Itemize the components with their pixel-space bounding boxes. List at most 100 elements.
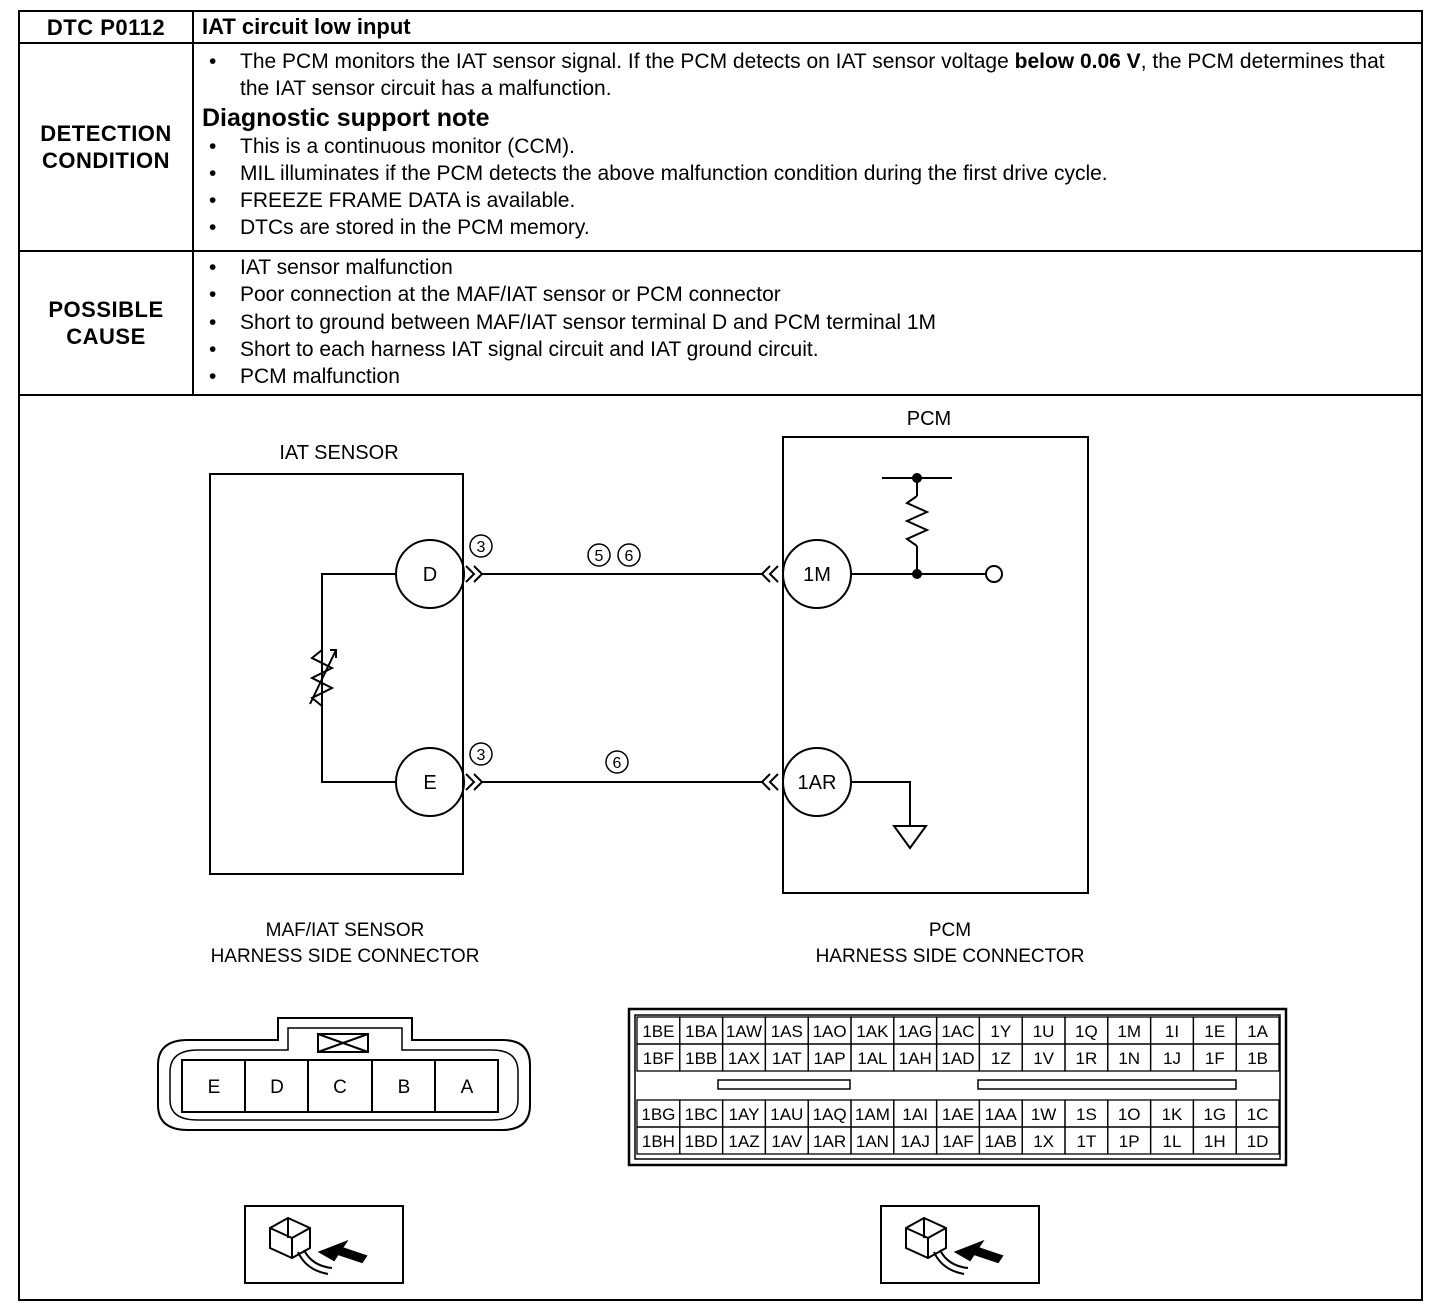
divider-header [18,42,1423,44]
maf-view-icon-frame [244,1205,404,1284]
terminal-d-label: D [423,564,437,586]
pcm-pin: 1BH [642,1132,675,1151]
support-note-item: DTCs are stored in the PCM memory. [202,214,1414,242]
pcm-pin: 1AF [942,1132,973,1151]
pcm-pin: 1W [1031,1105,1057,1124]
maf-lock-tab [317,1033,369,1053]
pcm-connector-caption-1: PCM [929,920,971,941]
possible-label-line2: CAUSE [66,324,146,349]
cause-item: Poor connection at the MAF/IAT sensor or… [202,281,1414,309]
pcm-pin: 1S [1076,1105,1097,1124]
divider-detection [18,250,1423,252]
pcm-pin: 1L [1163,1132,1182,1151]
mark-3-bottom: 3 [477,747,486,764]
maf-pin: B [398,1077,411,1098]
pcm-connector-view-icon [880,1205,1040,1284]
pcm-pin: 1AC [941,1022,974,1041]
mark-circle [605,750,629,774]
divider-possible [18,394,1423,396]
pcm-pin: 1Z [991,1049,1011,1068]
pcm-pin: 1G [1203,1105,1226,1124]
junction-dot [912,473,922,483]
terminal-e-label: E [423,772,436,794]
detection-content: The PCM monitors the IAT sensor signal. … [202,48,1414,242]
mark-6-bottom: 6 [613,755,622,772]
mark-circle [587,543,611,567]
detection-threshold: below 0.06 V [1014,50,1141,73]
iat-sensor-box [209,473,464,875]
pcm-pin-cell [1235,1043,1280,1072]
pcm-pin: 1AQ [813,1105,847,1124]
detection-main-item: The PCM monitors the IAT sensor signal. … [202,48,1414,103]
pcm-key-slot [977,1079,1237,1090]
pcm-pin: 1I [1165,1022,1179,1041]
pcm-pin: 1BF [643,1049,674,1068]
dtc-table [18,10,1423,1301]
pcm-pin: 1AP [814,1049,846,1068]
pcm-box [782,436,1089,894]
cause-item: PCM malfunction [202,363,1414,391]
pcm-pin: 1BC [685,1105,718,1124]
maf-connector-outline [157,1017,531,1131]
pcm-pin: 1AK [856,1022,889,1041]
thermistor-arrow [309,649,337,705]
detection-label-line2: CONDITION [42,148,170,173]
pcm-pin: 1AR [813,1132,846,1151]
maf-pin: A [461,1077,474,1098]
connector-chevron [768,773,779,791]
pcm-pin-cell [1235,1126,1280,1155]
pcm-pin: 1F [1205,1049,1225,1068]
terminal-1ar-label: 1AR [798,772,837,794]
pcm-pin: 1BD [685,1132,718,1151]
connector-plug-icon [269,1216,368,1275]
detection-label-text: DETECTION CONDITION [40,120,172,174]
maf-connector-view-icon [244,1205,404,1284]
pcm-pin: 1BB [685,1049,717,1068]
support-note-item: FREEZE FRAME DATA is available. [202,187,1414,215]
pcm-pin: 1AW [726,1022,762,1041]
maf-lock-tab-cross [317,1033,369,1053]
pcm-output-node [985,565,1003,583]
pcm-pin: 1AE [942,1105,974,1124]
cause-item: IAT sensor malfunction [202,254,1414,282]
cause-item: Short to each harness IAT signal circuit… [202,336,1414,364]
pcm-pin: 1O [1118,1105,1141,1124]
dtc-title: IAT circuit low input [202,14,411,39]
pcm-pin: 1AN [856,1132,889,1151]
terminal-d [395,539,465,609]
dtc-code: DTC P0112 [20,12,192,42]
connector-chevron [768,565,779,583]
pcm-pin: 1BA [685,1022,718,1041]
pcm-pin: 1AI [902,1105,928,1124]
detection-main-pre: The PCM monitors the IAT sensor signal. … [240,50,1015,73]
pcm-pin: 1AL [857,1049,887,1068]
pcm-connector-face [627,1007,1288,1167]
connector-plug-icon [905,1216,1004,1275]
pcm-pin: 1AT [772,1049,802,1068]
detection-label: DETECTION CONDITION [20,44,192,250]
maf-pin: D [270,1077,284,1098]
pcm-pin: 1AJ [901,1132,930,1151]
mark-5: 5 [595,548,604,565]
maf-connector-inner [169,1027,519,1121]
pcm-pin: 1Q [1075,1022,1098,1041]
pcm-pin: 1A [1247,1022,1268,1041]
maf-connector-caption-1: MAF/IAT SENSOR [266,920,425,941]
pcm-pin: 1AO [813,1022,847,1041]
pcm-connector-inner [634,1014,1281,1160]
pcm-pin: 1E [1204,1022,1225,1041]
pcm-key-slot [717,1079,851,1090]
pcm-pin: 1R [1076,1049,1098,1068]
pcm-pin: 1AY [729,1105,760,1124]
pcm-pin: 1AD [941,1049,974,1068]
mark-6-top: 6 [625,548,634,565]
pcm-pin: 1AZ [728,1132,759,1151]
pcm-pin: 1N [1118,1049,1140,1068]
iat-internal-wire [321,573,396,783]
mark-circle [469,534,493,558]
pull-up-resistor-icon [904,495,930,547]
maf-pin: E [208,1077,221,1098]
pcm-pin: 1P [1119,1132,1140,1151]
maf-pin-row [181,1059,499,1113]
maf-pin: C [333,1077,347,1098]
